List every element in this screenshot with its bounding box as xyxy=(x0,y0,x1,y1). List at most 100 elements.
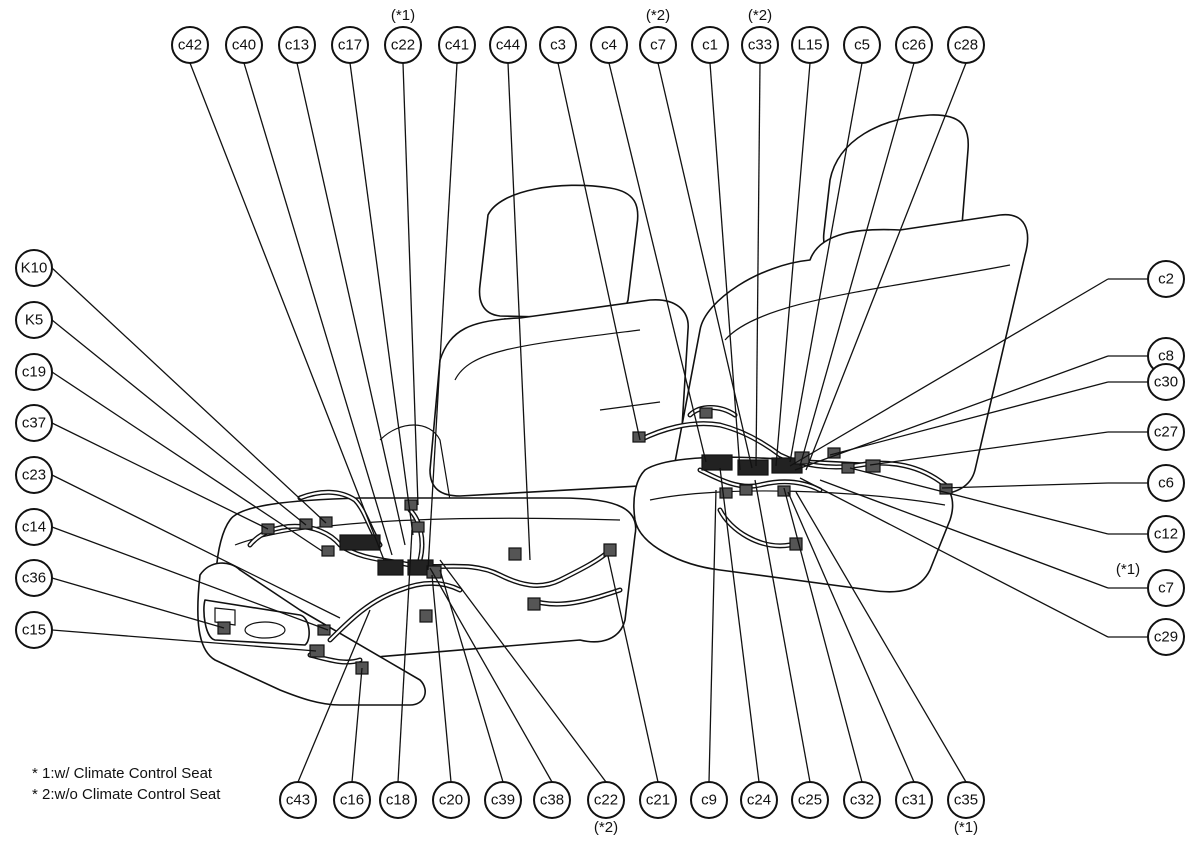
callout-label: c9 xyxy=(701,792,717,809)
leader-line xyxy=(439,559,607,783)
callout-label: c31 xyxy=(902,792,926,809)
callout-circle xyxy=(741,26,779,64)
callout-label: c29 xyxy=(1154,629,1178,646)
callout-circle xyxy=(947,781,985,819)
callout-label: c43 xyxy=(286,792,310,809)
callout-c5-top: c5 xyxy=(843,26,881,64)
callout-circle xyxy=(791,26,829,64)
leader-line xyxy=(51,422,269,530)
leader-line xyxy=(351,667,363,783)
callout-circle xyxy=(432,781,470,819)
callout-label: L15 xyxy=(797,37,822,54)
callout-label: c24 xyxy=(747,792,771,809)
callout-label: c40 xyxy=(232,37,256,54)
callout-label: c33 xyxy=(748,37,772,54)
leader-line xyxy=(296,62,406,546)
callout-K5: K5 xyxy=(15,301,53,339)
callout-c38-bottom: c38 xyxy=(533,781,571,819)
leader-line xyxy=(657,62,753,469)
callout-circle xyxy=(1147,618,1185,656)
leader-lines xyxy=(51,62,1148,783)
callout-c14: c14 xyxy=(15,508,53,546)
leader-line xyxy=(709,62,741,471)
callout-circle xyxy=(171,26,209,64)
leader-line xyxy=(789,62,863,463)
leader-line xyxy=(507,62,531,561)
leader-line xyxy=(243,62,393,556)
callout-circle xyxy=(279,781,317,819)
callout-circle xyxy=(843,26,881,64)
callout-circle xyxy=(1147,464,1185,502)
callout-circle xyxy=(533,781,571,819)
callout-label: c23 xyxy=(22,467,46,484)
callout-c22-bottom: c22 xyxy=(587,781,625,819)
callout-circle xyxy=(639,26,677,64)
callout-circle xyxy=(15,353,53,391)
leader-line xyxy=(799,62,915,467)
callout-c12-right: c12 xyxy=(1147,515,1185,553)
callout-L15-top: L15 xyxy=(791,26,829,64)
callout-c4-top: c4 xyxy=(590,26,628,64)
callout-c19: c19 xyxy=(15,353,53,391)
leader-line xyxy=(789,278,1109,467)
callout-circle xyxy=(15,249,53,287)
callout-circle xyxy=(587,781,625,819)
callout-label: c14 xyxy=(22,519,46,536)
callout-circle xyxy=(438,26,476,64)
callout-K10: K10 xyxy=(15,249,53,287)
callout-circle xyxy=(1147,363,1185,401)
leader-line xyxy=(608,62,707,463)
callout-c13-top: c13 xyxy=(278,26,316,64)
callout-c25-bottom: c25 xyxy=(791,781,829,819)
callout-c39-bottom: c39 xyxy=(484,781,522,819)
leader-line xyxy=(297,609,371,783)
callout-label: c38 xyxy=(540,792,564,809)
variant-note: (*2) xyxy=(594,819,618,836)
callout-label: c3 xyxy=(550,37,566,54)
callout-circle xyxy=(278,26,316,64)
leader-line xyxy=(799,477,1109,638)
callout-circle xyxy=(590,26,628,64)
callout-c6-right: c6 xyxy=(1147,464,1185,502)
callout-circle xyxy=(379,781,417,819)
callout-circle xyxy=(947,26,985,64)
callout-circle xyxy=(639,781,677,819)
callout-label: K5 xyxy=(25,312,43,329)
leader-line xyxy=(849,467,1109,535)
leader-line xyxy=(51,526,329,631)
callout-c28-top: c28 xyxy=(947,26,985,64)
leader-line xyxy=(941,482,1109,489)
leader-line xyxy=(189,62,385,561)
callout-label: c18 xyxy=(386,792,410,809)
leader-line xyxy=(431,574,452,783)
callout-c37: c37 xyxy=(15,404,53,442)
callout-c24-bottom: c24 xyxy=(740,781,778,819)
callout-label: c13 xyxy=(285,37,309,54)
callout-c15: c15 xyxy=(15,611,53,649)
front-seat-illustration xyxy=(197,184,689,706)
legend: * 1:w/ Climate Control Seat * 2:w/o Clim… xyxy=(32,765,221,803)
callout-c22-top: c22 xyxy=(384,26,422,64)
leader-line xyxy=(51,267,327,524)
callout-c7-top: c7 xyxy=(639,26,677,64)
callout-c3-top: c3 xyxy=(539,26,577,64)
callout-c2-right: c2 xyxy=(1147,260,1185,298)
callout-label: c36 xyxy=(22,570,46,587)
callout-label: c26 xyxy=(902,37,926,54)
callout-circle xyxy=(331,26,369,64)
callout-circle xyxy=(484,781,522,819)
leader-line xyxy=(51,319,307,526)
callout-label: c7 xyxy=(1158,580,1174,597)
callout-circle xyxy=(15,559,53,597)
callout-label: c4 xyxy=(601,37,617,54)
leader-line xyxy=(787,491,915,783)
callout-label: c16 xyxy=(340,792,364,809)
callout-c40-top: c40 xyxy=(225,26,263,64)
callout-circle xyxy=(690,781,728,819)
callout-circle xyxy=(15,611,53,649)
callout-label: c44 xyxy=(496,37,520,54)
callout-circle xyxy=(15,508,53,546)
leader-line xyxy=(805,62,967,471)
